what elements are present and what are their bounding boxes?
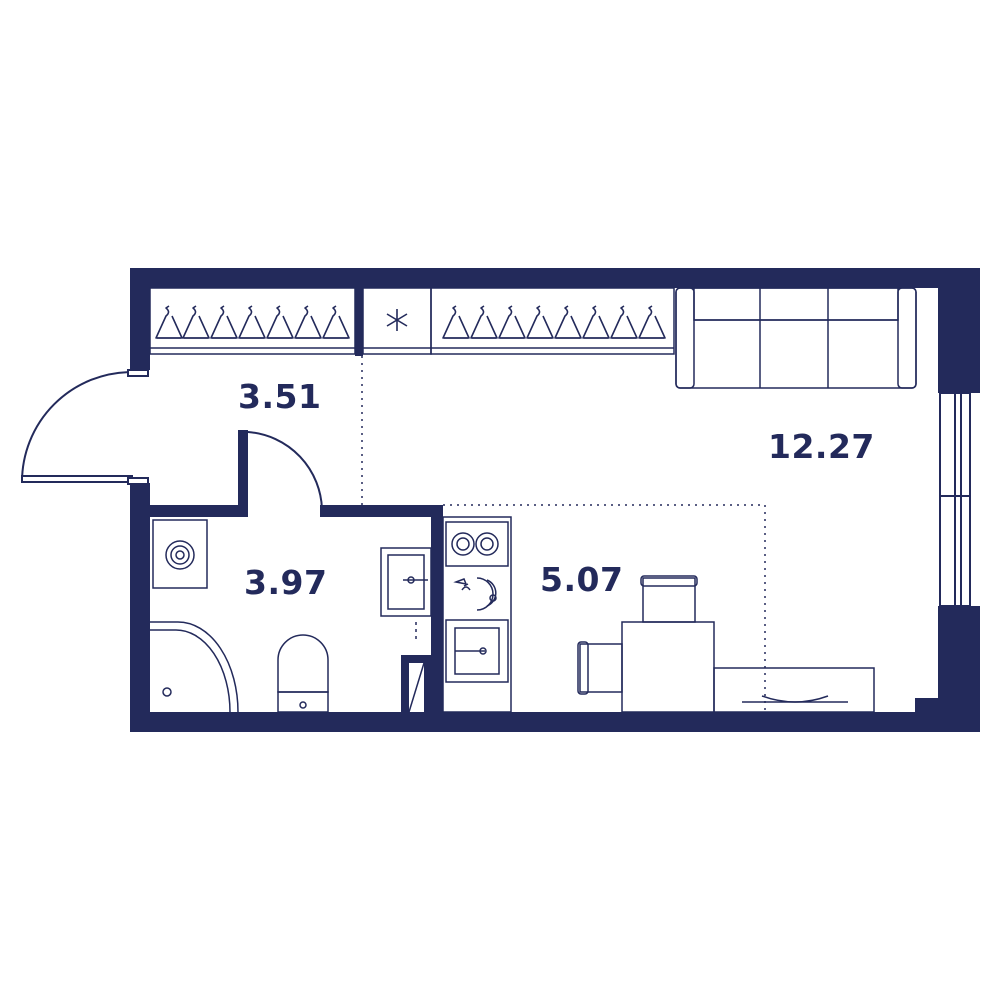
- toilet: [277, 634, 329, 713]
- living-room-area-label: 12.27: [768, 427, 875, 466]
- kitchen-area-label: 5.07: [540, 560, 624, 599]
- hallway-area-label: 3.51: [238, 377, 322, 416]
- dining-chair-left: [577, 641, 623, 695]
- shaft: [408, 662, 425, 713]
- kitchen-counter: [442, 516, 512, 713]
- window: [939, 392, 971, 607]
- utility-closet: [362, 287, 432, 355]
- bathroom-sink: [380, 547, 432, 640]
- wardrobe-left: [149, 287, 356, 355]
- dishwasher: [453, 577, 497, 611]
- exterior-walls: [130, 268, 980, 732]
- dining-chair-top: [640, 575, 698, 623]
- washing-machine: [152, 519, 208, 589]
- kitchen-sink: [445, 619, 509, 683]
- entry-door: [21, 369, 149, 485]
- bathroom-area-label: 3.97: [244, 563, 328, 602]
- bathroom-door: [247, 431, 323, 511]
- wardrobe-right: [430, 287, 675, 355]
- tv-stand: [713, 667, 875, 713]
- zone-dividers: [361, 356, 766, 712]
- interior-walls: [150, 288, 443, 712]
- sofa: [675, 287, 917, 389]
- shower-tray: [150, 621, 239, 713]
- cooktop: [445, 521, 509, 567]
- asterisk-icon: [386, 309, 408, 331]
- dining-table: [621, 621, 715, 713]
